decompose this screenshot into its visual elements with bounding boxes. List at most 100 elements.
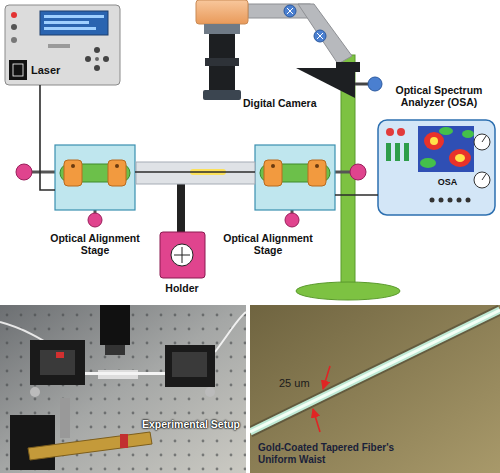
alignment-stage-left xyxy=(16,145,135,227)
laser-device-part xyxy=(40,11,108,35)
setup-photo-image-part xyxy=(205,387,215,397)
laser-device-part xyxy=(85,56,91,62)
setup-photo-image-part xyxy=(60,398,70,438)
spectrum-analyzer-device-part xyxy=(404,143,409,161)
digital-camera-body-part xyxy=(203,90,241,100)
digital-camera-body-part xyxy=(205,58,239,66)
laser-source: Laser xyxy=(5,5,120,85)
spectrum-analyzer-device-part xyxy=(386,128,394,136)
digital-camera: Digital Camera xyxy=(196,0,248,100)
setup-photo-image-part xyxy=(105,345,125,355)
node-label: Optical Alignment Stage xyxy=(218,232,318,256)
laser-device-part xyxy=(48,44,70,48)
laser-device-part xyxy=(44,27,96,30)
setup-photo-image-part xyxy=(0,305,246,473)
fiber-cable xyxy=(135,171,255,173)
spectrum-analyzer-device-part-part xyxy=(420,158,436,168)
spectrum-analyzer-device-part xyxy=(386,143,391,161)
spectrum-analyzer-device xyxy=(378,120,495,215)
alignment-stage-left-part xyxy=(88,213,102,227)
spectrum-analyzer-device-part xyxy=(420,127,474,168)
spectrum-analyzer-device-part xyxy=(466,198,471,203)
spectrum-analyzer-device-part xyxy=(482,174,486,180)
digital-camera-body xyxy=(196,0,248,100)
spectrum-analyzer-device-part xyxy=(395,143,400,161)
camera-stand-part xyxy=(355,83,369,86)
setup-photo-image-part xyxy=(30,387,40,397)
camera-stand-part xyxy=(314,30,326,42)
fiber-holder-device-part xyxy=(174,247,190,263)
spectrum-analyzer-device-part xyxy=(457,198,462,203)
laser-device-part xyxy=(11,24,17,30)
alignment-stage: Optical Alignment Stage xyxy=(255,145,335,210)
spectrum-analyzer-device-part xyxy=(397,128,405,136)
camera-stand-part xyxy=(336,62,360,72)
spectrum-analyzer-device-part xyxy=(448,198,453,203)
alignment-stage-left-part xyxy=(16,164,32,180)
setup-photo-image-part xyxy=(40,350,75,375)
alignment-stage-right-part xyxy=(271,164,275,168)
laser-device-part xyxy=(44,15,104,18)
spectrum-analyzer-device-part-part xyxy=(449,149,471,167)
setup-photo: Experimental Setup xyxy=(0,305,246,473)
alignment-stage: Optical Alignment Stage xyxy=(55,145,135,210)
camera-stand-part xyxy=(284,5,296,17)
setup-photo-image-part xyxy=(30,340,85,385)
fiber-cable xyxy=(335,194,378,196)
camera-stand-part xyxy=(368,77,382,91)
fiber-holder-device-part xyxy=(136,162,255,184)
alignment-stage-left-part xyxy=(64,160,82,186)
fiber-cable xyxy=(40,85,55,190)
alignment-stage-left-part xyxy=(30,171,55,174)
laser-device-part xyxy=(44,21,89,24)
spectrum-analyzer-device-part-part xyxy=(455,154,465,162)
laser-device-part xyxy=(13,64,23,76)
spectrum-analyzer-device-part-part xyxy=(439,127,453,135)
fiber-holder-device-part xyxy=(177,184,185,234)
setup-photo-image xyxy=(0,305,246,473)
alignment-stage-right xyxy=(255,145,366,227)
node-label: Laser xyxy=(31,64,75,77)
waist-micrograph-image-part xyxy=(313,409,320,432)
laser-device-part xyxy=(95,57,99,61)
spectrum-analyzer: Optical Spectrum Analyzer (OSA)OSA xyxy=(378,120,495,215)
waist-micrograph-image xyxy=(250,305,500,473)
camera-stand-part xyxy=(317,33,323,39)
setup-photo-image-part xyxy=(215,312,246,352)
alignment-stage-left-part xyxy=(108,160,126,186)
camera-stand-part xyxy=(298,4,352,64)
waist-micrograph-image-part-part xyxy=(250,310,500,432)
spectrum-analyzer-device-part-part xyxy=(424,132,444,150)
spectrum-analyzer-device-part xyxy=(482,136,486,142)
laser-device-part xyxy=(94,47,100,53)
alignment-stage-right-part xyxy=(315,164,319,168)
laser-device-part xyxy=(5,5,120,85)
camera-stand-part xyxy=(296,68,355,98)
spectrum-analyzer-device-part xyxy=(418,126,474,172)
alignment-stage-right-part xyxy=(255,145,335,210)
node-label: Optical Alignment Stage xyxy=(45,232,145,256)
digital-camera-body-part xyxy=(204,24,240,34)
waist-micrograph-image-part xyxy=(250,310,500,432)
alignment-stage-right-part xyxy=(308,160,326,186)
laser-device-part xyxy=(103,56,109,62)
panel-label: OSA xyxy=(425,177,470,187)
alignment-stage-right-part xyxy=(335,171,352,174)
waist-micrograph-image-part-part xyxy=(250,310,500,432)
camera-stand-part xyxy=(287,8,293,14)
setup-photo-image-part xyxy=(120,434,128,448)
fiber-holder: Holder xyxy=(160,232,205,278)
spectrum-analyzer-device-part xyxy=(474,172,490,188)
alignment-stage-left-part xyxy=(55,145,135,210)
node-label: Experimental Setup xyxy=(140,418,240,430)
node-label: Digital Camera xyxy=(243,97,338,109)
waist-micrograph-image-part-part xyxy=(250,310,500,432)
alignment-stage-right-part xyxy=(285,213,299,227)
fiber-holder-device-part xyxy=(171,244,193,266)
setup-photo-image-part xyxy=(0,305,246,473)
spectrum-analyzer-device-part-part xyxy=(462,130,474,138)
spectrum-analyzer-device-part xyxy=(474,134,490,150)
